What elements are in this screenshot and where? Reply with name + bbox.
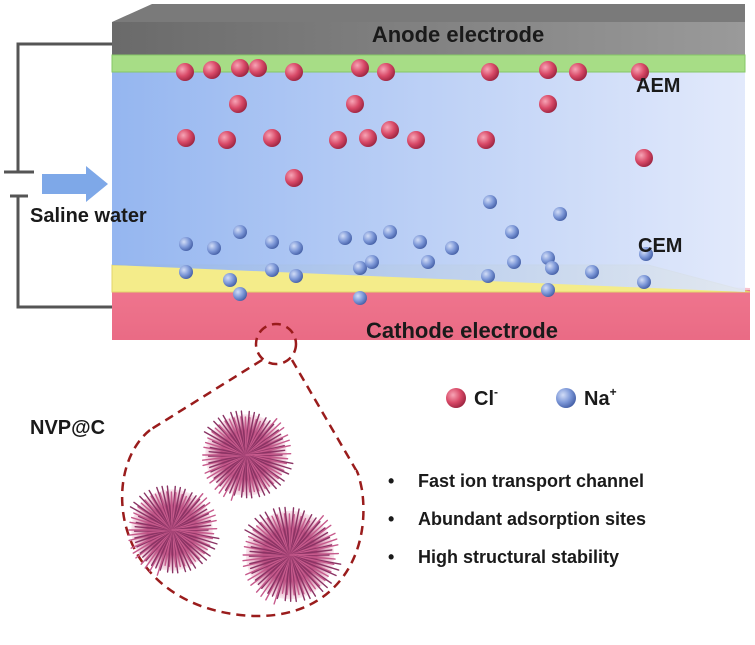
legend-na-swatch (556, 388, 576, 408)
feature-text: Abundant adsorption sites (418, 509, 647, 529)
cl-ion (477, 131, 495, 149)
saline-water-label: Saline water (30, 205, 147, 227)
legend-cl-label: Cl (474, 388, 494, 410)
external-circuit (4, 42, 150, 309)
na-ion (233, 287, 247, 301)
legend-cl-charge: - (494, 385, 498, 399)
cl-ion (539, 95, 557, 113)
cl-ion (176, 63, 194, 81)
na-ion (363, 231, 377, 245)
cl-ion (359, 129, 377, 147)
cl-ion (285, 169, 303, 187)
svg-text:Na+: Na+ (584, 385, 617, 410)
na-ion (223, 273, 237, 287)
cl-ion (263, 129, 281, 147)
cl-ion (218, 131, 236, 149)
cl-ion (346, 95, 364, 113)
cl-ion (481, 63, 499, 81)
sodium-ions (179, 195, 653, 305)
feature-item: •Abundant adsorption sites (388, 509, 647, 529)
cl-ion (285, 63, 303, 81)
legend-cl-swatch (446, 388, 466, 408)
cl-ion (177, 129, 195, 147)
na-ion (481, 269, 495, 283)
cl-ion (229, 95, 247, 113)
cl-ion (377, 63, 395, 81)
na-ion (289, 241, 303, 255)
nvp-c-particle (242, 506, 342, 605)
na-ion (637, 275, 651, 289)
na-ion (353, 291, 367, 305)
na-ion (179, 237, 193, 251)
cl-ion (635, 149, 653, 167)
cl-ion (631, 63, 649, 81)
na-ion (289, 269, 303, 283)
na-ion (585, 265, 599, 279)
inlet-arrow-icon (42, 166, 108, 202)
na-ion (541, 283, 555, 297)
cl-ion (249, 59, 267, 77)
na-ion (553, 207, 567, 221)
nvp-c-particle (127, 485, 220, 576)
legend: Cl- Na+ (446, 385, 617, 410)
cem-label: CEM (638, 235, 682, 257)
na-ion (365, 255, 379, 269)
na-ion (233, 225, 247, 239)
cl-ion (407, 131, 425, 149)
cl-ion (381, 121, 399, 139)
feature-item: •High structural stability (388, 547, 620, 567)
na-ion (179, 265, 193, 279)
nvp-c-particle (201, 410, 294, 501)
na-ion (265, 235, 279, 249)
na-ion (207, 241, 221, 255)
water-channel (112, 55, 745, 292)
nvp-c-particles (127, 410, 342, 605)
anode-electrode (112, 4, 745, 55)
cathode-label: Cathode electrode (366, 318, 558, 343)
zoom-callout (120, 322, 365, 618)
na-ion (338, 231, 352, 245)
cl-ion (329, 131, 347, 149)
cl-ion (231, 59, 249, 77)
feature-text: Fast ion transport channel (418, 471, 645, 491)
cl-ion (569, 63, 587, 81)
na-ion (421, 255, 435, 269)
chloride-ions (176, 59, 653, 187)
feature-list: •Fast ion transport channel •Abundant ad… (388, 470, 646, 584)
aem-membrane (111, 54, 746, 73)
na-ion (265, 263, 279, 277)
anode-label: Anode electrode (372, 22, 544, 47)
na-ion (507, 255, 521, 269)
na-ion (445, 241, 459, 255)
feature-text: High structural stability (418, 547, 620, 567)
cl-ion (203, 61, 221, 79)
legend-na-label: Na (584, 388, 610, 410)
cl-ion (351, 59, 369, 77)
svg-text:Cl-: Cl- (474, 385, 498, 410)
na-ion (505, 225, 519, 239)
material-label: NVP@C (30, 417, 105, 439)
na-ion (483, 195, 497, 209)
cl-ion (539, 61, 557, 79)
na-ion (413, 235, 427, 249)
na-ion (639, 247, 653, 261)
na-ion (353, 261, 367, 275)
aem-label: AEM (636, 75, 680, 97)
feature-item: •Fast ion transport channel (388, 471, 645, 491)
legend-na-charge: + (610, 385, 617, 399)
na-ion (545, 261, 559, 275)
na-ion (383, 225, 397, 239)
